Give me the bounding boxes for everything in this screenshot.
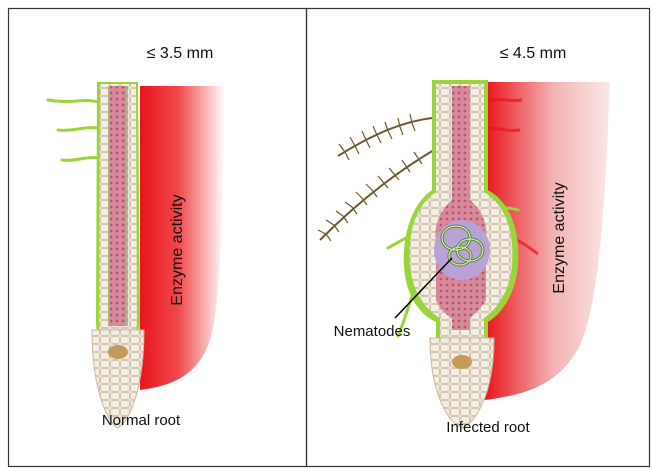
left-length-label: ≤ 3.5 mm — [147, 45, 214, 62]
left-enzyme-label: Enzyme activity — [169, 194, 186, 305]
left-panel: ≤ 3.5 mm Enzyme activity Normal root — [48, 45, 225, 429]
vascular-cylinder — [110, 86, 126, 326]
root-hairs — [48, 100, 98, 160]
infected-root-cap — [430, 338, 494, 428]
right-enzyme-label: Enzyme activity — [551, 182, 568, 293]
nematode-label: Nematodes — [334, 323, 411, 340]
right-panel: ≤ 4.5 mm Enzyme activity Nematodes Infec… — [318, 45, 610, 436]
left-caption: Normal root — [102, 412, 181, 429]
right-caption: Infected root — [446, 419, 530, 436]
meristem — [108, 345, 128, 359]
hair-barbs — [318, 114, 422, 241]
infected-meristem — [452, 355, 472, 369]
right-length-label: ≤ 4.5 mm — [500, 45, 567, 62]
